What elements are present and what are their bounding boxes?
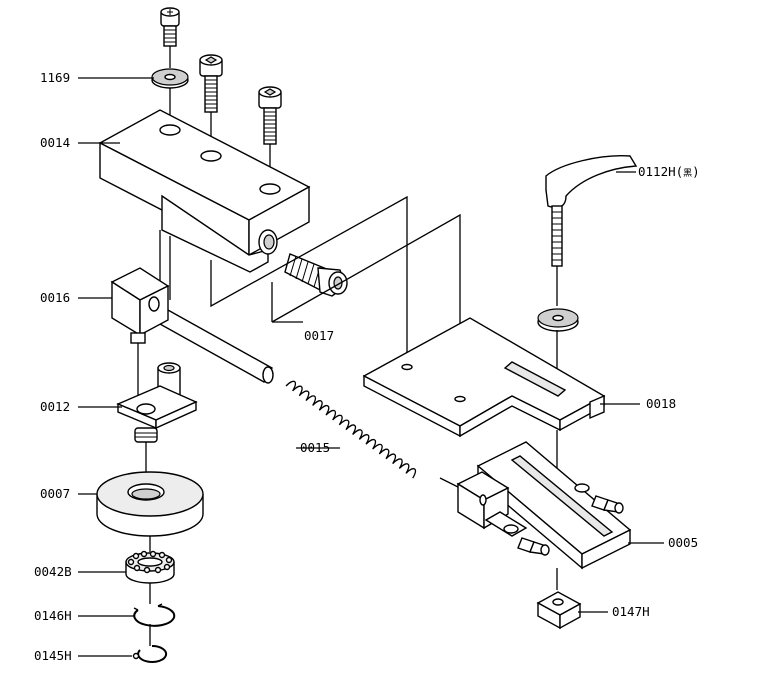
clip-0145H [132, 644, 168, 663]
washer-handle [537, 308, 579, 332]
screw-b [258, 86, 282, 183]
label-0146H: 0146H [34, 608, 72, 623]
nut-block-0147H [536, 591, 582, 630]
disc-0007 [96, 471, 204, 537]
label-0005: 0005 [668, 535, 698, 550]
label-0012: 0012 [40, 399, 70, 414]
block-rod-0016 [110, 267, 274, 384]
label-1169: 1169 [40, 70, 70, 85]
label-0112H-close: ) [692, 164, 700, 179]
label-0014: 0014 [40, 135, 70, 150]
bearing-0042B [125, 550, 175, 584]
label-0007: 0007 [40, 486, 70, 501]
label-0112H-code: 0112H( [638, 164, 683, 179]
top-screw [160, 7, 180, 47]
label-0042B: 0042B [34, 564, 72, 579]
label-0145H: 0145H [34, 648, 72, 663]
base-0012 [116, 362, 198, 443]
spring-0015 [285, 380, 417, 479]
plug-0017 [284, 253, 348, 297]
label-0017: 0017 [304, 328, 334, 343]
label-0147H: 0147H [612, 604, 650, 619]
washer-1169 [151, 68, 189, 89]
leader-lines [78, 77, 664, 657]
label-0112H-glyph: 黑 [683, 168, 692, 179]
block-0014 [98, 109, 311, 273]
rail-screw-right [574, 483, 624, 514]
label-0018: 0018 [646, 396, 676, 411]
ring-0146H [133, 603, 176, 627]
label-0112H: 0112H(黑) [638, 164, 700, 179]
plate-0018 [362, 317, 606, 438]
rail-screw-left [503, 524, 550, 556]
label-0016: 0016 [40, 290, 70, 305]
label-0015: 0015 [300, 440, 330, 455]
part-labels: 1169 0014 0016 0012 0007 0042B 0146H 014… [34, 70, 700, 663]
screw-a [199, 54, 223, 150]
rail-0005 [456, 441, 632, 570]
